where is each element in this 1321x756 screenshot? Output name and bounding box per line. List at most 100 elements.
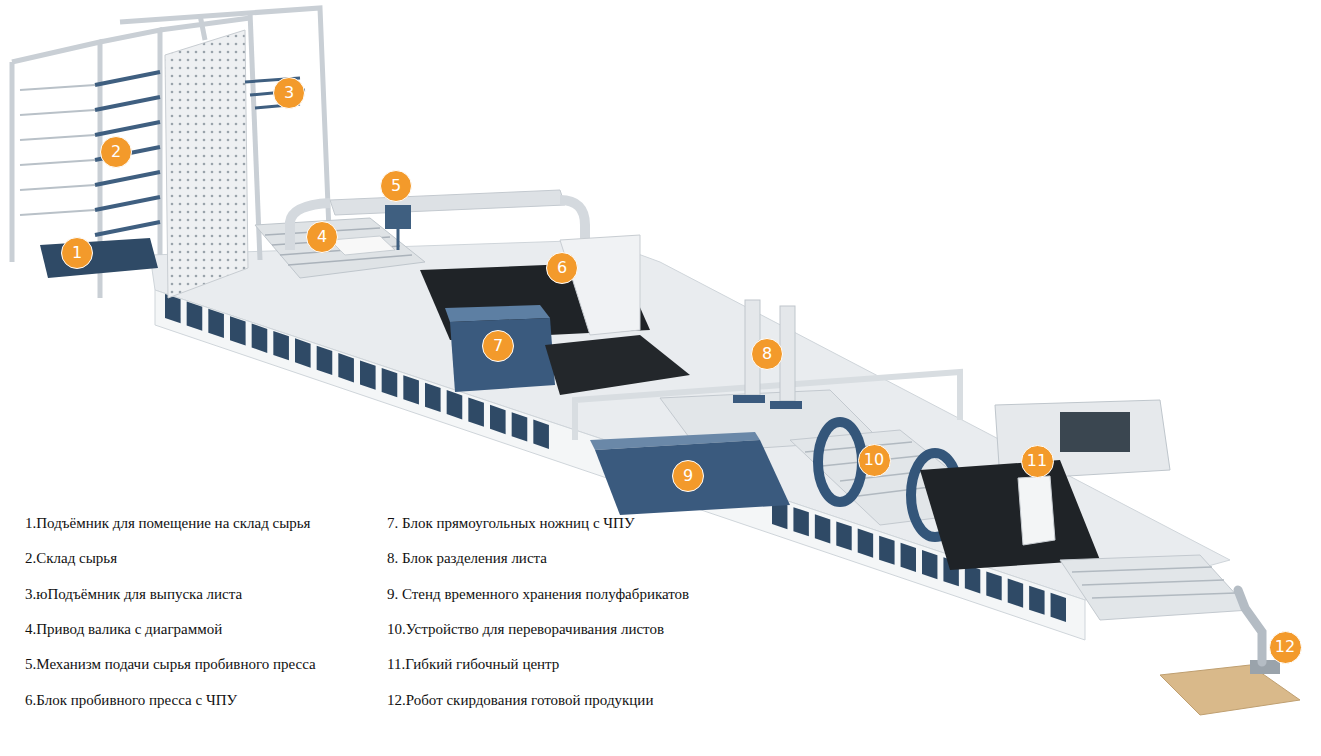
- machine-part: [165, 30, 248, 298]
- machine-part: [20, 135, 95, 140]
- machine-part: [295, 338, 311, 367]
- part-description: 12.Робот скирдования готовой продукции: [387, 691, 653, 709]
- machine-part: [95, 122, 160, 135]
- callout-circle: 6: [546, 252, 578, 284]
- machine-part: [338, 353, 354, 382]
- machine-part: [560, 235, 640, 335]
- machine-part: [793, 507, 808, 536]
- machine-part: [20, 85, 95, 90]
- machine-part: [1238, 590, 1262, 662]
- machine-part: [1060, 412, 1130, 452]
- part-description: 9. Стенд временного хранения полуфабрика…: [387, 585, 689, 603]
- machine-part: [1092, 593, 1236, 598]
- machine-part: [1029, 586, 1044, 615]
- machine-part: [397, 229, 400, 250]
- machine-part: [230, 316, 246, 345]
- callout-number: 8: [762, 346, 772, 362]
- callout-number: 11: [1027, 453, 1047, 469]
- machine-part: [733, 395, 765, 403]
- machine-part: [1008, 579, 1023, 608]
- machine-part: [200, 15, 205, 40]
- callout-number: 12: [1275, 639, 1295, 655]
- machine-part: [95, 72, 160, 85]
- machine-part: [20, 110, 95, 115]
- machine-part: [468, 397, 484, 426]
- machine-part: [20, 85, 95, 215]
- machine-part: [1072, 567, 1212, 572]
- machine-part: [100, 30, 160, 255]
- callout-circle: 11: [1021, 445, 1054, 478]
- machine-part: [447, 390, 463, 419]
- callout-number: 4: [317, 229, 327, 245]
- machine-part: [858, 529, 873, 558]
- callout-circle: 9: [672, 460, 704, 492]
- part-description: 3.юПодъёмник для выпуска листа: [25, 585, 242, 603]
- callout-number: 7: [493, 338, 503, 354]
- part-description: 5.Механизм подачи сырья пробивного пресс…: [25, 655, 316, 673]
- machine-part: [95, 222, 160, 235]
- callout-circle: 3: [273, 77, 305, 109]
- callout-circle: 5: [380, 170, 412, 202]
- part-description: 2.Склад сырья: [25, 549, 117, 567]
- callout-circle: 1: [61, 237, 93, 269]
- machine-part: [187, 301, 203, 330]
- machine-part: [252, 324, 268, 353]
- callout-number: 10: [864, 452, 884, 468]
- machine-part: [450, 318, 555, 392]
- machine-part: [0, 455, 505, 756]
- machine-part: [382, 368, 398, 397]
- machine-part: [20, 210, 95, 215]
- machine-part: [425, 383, 441, 412]
- machine-part: [1051, 593, 1066, 622]
- machine-part: [95, 172, 160, 185]
- machine-part: [836, 521, 851, 550]
- machine-part: [533, 420, 549, 449]
- part-description: 10.Устройство для переворачивания листов: [387, 620, 664, 638]
- part-description: 11.Гибкий гибочный центр: [387, 655, 559, 673]
- machine-part: [879, 536, 894, 565]
- part-description: 1.Подъёмник для помещение на склад сырья: [25, 514, 311, 532]
- machine-part: [922, 550, 937, 579]
- machine-part: [20, 160, 95, 165]
- machine-part: [360, 361, 376, 390]
- machine-part: [1082, 580, 1224, 585]
- callout-circle: 8: [751, 338, 783, 370]
- machine-part: [20, 185, 95, 190]
- machine-part: [95, 197, 160, 210]
- machine-part: [273, 331, 289, 360]
- part-description: 6.Блок пробивного пресса с ЧПУ: [25, 691, 237, 709]
- callout-number: 6: [557, 260, 567, 276]
- callout-number: 1: [72, 245, 82, 261]
- machine-part: [512, 412, 528, 441]
- machine-part: [920, 460, 1100, 570]
- machine-part: [245, 78, 305, 108]
- machine-part: [818, 422, 862, 502]
- machine-part: [403, 375, 419, 404]
- callout-number: 3: [284, 85, 294, 101]
- machine-part: [95, 97, 160, 110]
- machine-part: [1060, 555, 1250, 620]
- part-description: 8. Блок разделения листа: [387, 549, 547, 567]
- machine-part: [165, 294, 181, 323]
- machine-part: [288, 255, 412, 265]
- callout-number: 9: [683, 468, 693, 484]
- machine-part: [595, 440, 790, 515]
- callout-circle: 10: [858, 444, 891, 477]
- machine-part: [330, 190, 565, 215]
- machine-part: [95, 72, 160, 235]
- part-description: 4.Привод валика с диаграммой: [25, 620, 222, 638]
- machine-part: [1072, 567, 1236, 598]
- machine-part: [10, 62, 15, 262]
- machine-part: [317, 346, 333, 375]
- machine-part: [986, 571, 1001, 600]
- machine-part: [815, 514, 830, 543]
- machine-part: [385, 205, 411, 229]
- callout-circle: 2: [100, 136, 132, 168]
- machine-part: [330, 236, 395, 255]
- machine-part: [545, 335, 690, 395]
- callout-number: 2: [111, 144, 121, 160]
- callout-number: 5: [391, 178, 401, 194]
